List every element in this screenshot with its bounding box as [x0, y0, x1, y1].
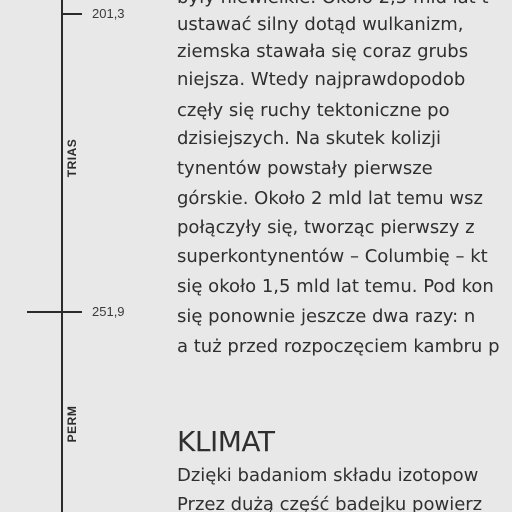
article-line: superkontynentów – Columbię – kt — [177, 246, 488, 267]
article-line: się ponownie jeszcze dwa razy: n — [177, 306, 476, 327]
period-label-perm: PERM — [65, 405, 79, 443]
article-line: dzisiejszych. Na skutek kolizji — [177, 128, 441, 149]
article-line: były niewielkie. Około 2,5 mld lat t — [177, 0, 489, 9]
timeline-tick-label: 251,9 — [92, 304, 125, 319]
article-line: ziemska stawała się coraz grubs — [177, 41, 469, 62]
article-line: górskie. Około 2 mld lat temu wsz — [177, 188, 483, 209]
section-heading-klimat: KLIMAT — [177, 425, 275, 458]
article-line: się około 1,5 mld lat temu. Pod kon — [177, 276, 494, 297]
timeline-tick-201-3 — [61, 13, 82, 15]
article-line: połączyły się, tworząc pierwszy z — [177, 217, 475, 238]
timeline-axis — [61, 0, 63, 512]
article-line: Dzięki badaniom składu izotopow — [177, 465, 479, 486]
article-column: były niewielkie. Około 2,5 mld lat t ust… — [177, 0, 512, 512]
article-line: Przez dużą część badejku powierz — [177, 494, 483, 512]
article-line: tynentów powstały pierwsze — [177, 158, 433, 179]
period-label-trias: TRIAS — [65, 138, 79, 178]
article-line: a tuż przed rozpoczęciem kambru p — [177, 336, 500, 357]
article-line: ustawać silny dotąd wulkanizm, — [177, 14, 464, 35]
timeline-tick-label: 201,3 — [92, 6, 125, 21]
timeline-tick-251-9 — [27, 311, 82, 313]
article-line: niejsza. Wtedy najprawdopodob — [177, 69, 466, 90]
article-line: częły się ruchy tektoniczne po — [177, 100, 450, 121]
